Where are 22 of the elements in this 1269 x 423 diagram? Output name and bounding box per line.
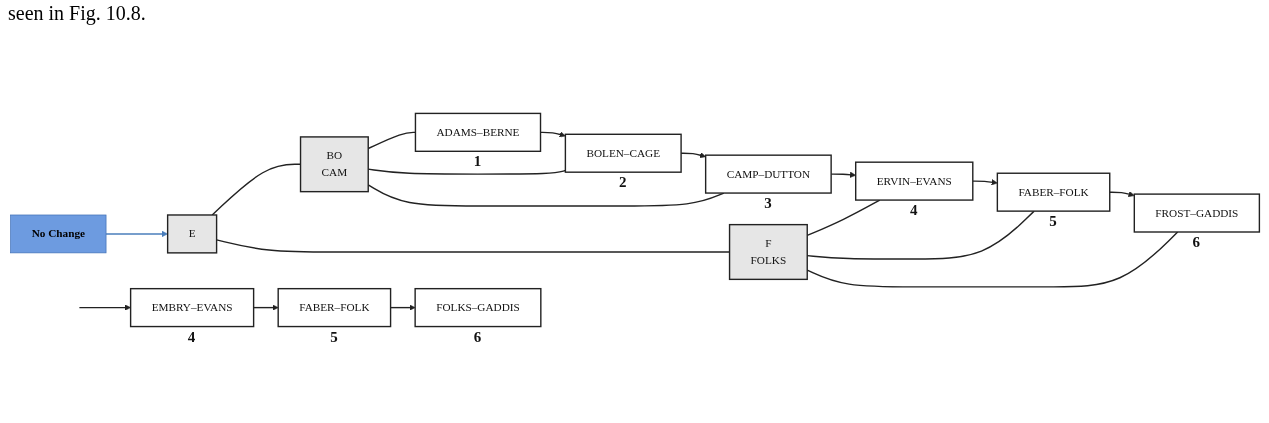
- connector: [806, 199, 880, 237]
- arrow: [104, 230, 168, 237]
- node-box: FOLKS–GADDIS: [413, 287, 542, 328]
- node-box: FROST–GADDIS: [1133, 193, 1260, 233]
- node-box: CAMP–DUTTON: [704, 154, 832, 194]
- node-box: ERVIN–EVANS: [854, 161, 973, 201]
- node-box: EMBRY–EVANS: [129, 287, 254, 328]
- connector: [211, 163, 301, 216]
- node-box: FABER–FOLK: [996, 172, 1110, 212]
- node-box: E: [166, 214, 217, 254]
- node-box: BOLEN–CAGE: [564, 133, 682, 173]
- connector: [806, 231, 1178, 288]
- connector: [806, 210, 1035, 260]
- node-box: No Change: [9, 214, 106, 254]
- node-box: FABER–FOLK: [277, 287, 391, 328]
- block-number: 6: [1190, 234, 1203, 250]
- note-text: seen in Fig. 10.8.: [8, 2, 146, 24]
- node-box: ADAMS–BERNE: [414, 112, 541, 152]
- connector: [367, 168, 566, 175]
- node-box: F FOLKS: [728, 223, 808, 281]
- arrow: [78, 304, 131, 311]
- node-box: BO CAM: [299, 136, 369, 193]
